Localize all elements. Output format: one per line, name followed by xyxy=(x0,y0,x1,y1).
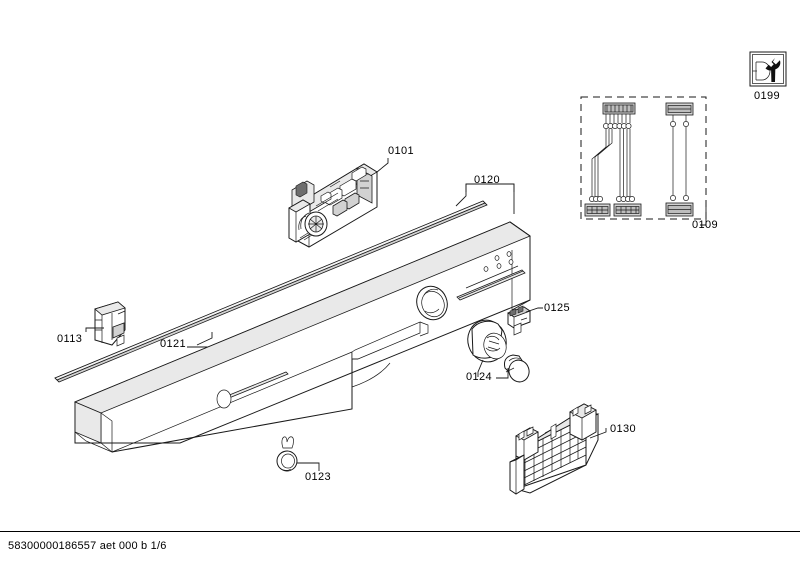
callout-0109: 0109 xyxy=(692,219,719,231)
tool-symbol-0199 xyxy=(749,51,787,87)
connector-bottom-left xyxy=(584,203,611,217)
support-rail-0130 xyxy=(509,403,607,495)
connector-bottom-mid xyxy=(613,203,642,217)
callout-0101: 0101 xyxy=(388,145,415,157)
callout-0125: 0125 xyxy=(544,302,571,314)
switch-clip-0125 xyxy=(507,305,543,336)
control-panel-fascia-0120 xyxy=(73,183,531,453)
harness-right xyxy=(665,102,694,217)
connector-top-left xyxy=(602,102,636,129)
callout-0121: 0121 xyxy=(160,338,187,350)
indicator-leds xyxy=(483,251,514,272)
bracket-0113 xyxy=(85,301,126,347)
callout-0124: 0124 xyxy=(466,371,493,383)
trim-strip-0121 xyxy=(54,200,488,383)
callout-0130: 0130 xyxy=(610,423,637,435)
harness-assembly-0109 xyxy=(580,96,707,226)
control-board-0101 xyxy=(288,158,389,248)
callout-0123: 0123 xyxy=(305,471,332,483)
callout-0199: 0199 xyxy=(754,90,781,102)
callout-0113: 0113 xyxy=(57,333,83,345)
footer-document-id: 58300000186557 aet 000 b 1/6 xyxy=(8,540,167,552)
knob-opening xyxy=(416,285,448,321)
callout-0120: 0120 xyxy=(474,174,501,186)
footer-divider xyxy=(0,531,800,532)
rotary-knob-0124 xyxy=(467,319,530,383)
clip-0123 xyxy=(276,436,320,472)
